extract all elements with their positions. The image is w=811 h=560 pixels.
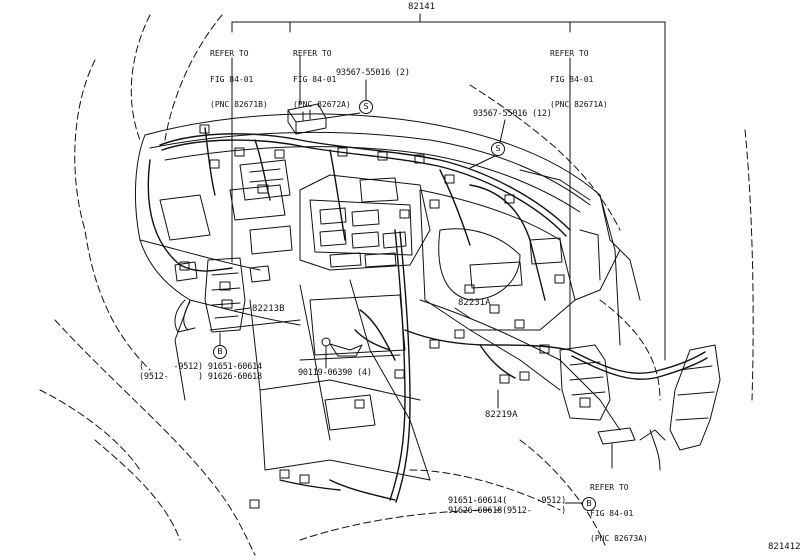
part-number-82141: 82141 xyxy=(408,2,436,12)
harness-wiring xyxy=(147,127,708,503)
reference-line3: (PNC 82672A) xyxy=(293,100,351,109)
reference-line2: FIG 84-01 xyxy=(293,74,337,84)
callout-b-left-row2: (9512- ) 91626-60618 xyxy=(139,373,262,382)
junction-block-82213B xyxy=(204,257,246,333)
callout-b-bottom-row1: 91651-60614( -9512) xyxy=(448,497,566,506)
relay-block-top xyxy=(287,103,327,135)
reference-line3: (PNC 82671B) xyxy=(210,100,268,109)
reference-82671B: REFER TO FIG 84-01 (PNC 82671B) xyxy=(210,33,268,118)
range-text: (9512- ) xyxy=(139,372,203,382)
part-number: 91626-60618 xyxy=(207,372,262,382)
connector-cluster-top xyxy=(239,159,291,201)
bracket-left-lower xyxy=(174,299,196,333)
leader-82141 xyxy=(231,13,666,361)
reference-line1: REFER TO xyxy=(210,49,249,58)
reference-line3: (PNC 82671A) xyxy=(550,100,608,109)
reference-82673A: REFER TO FIG 84-01 (PNC 82673A) xyxy=(590,467,648,552)
part-number: 91651-60614 xyxy=(207,362,262,372)
part-number-clip-right: 93567-55016 (12) xyxy=(473,109,552,119)
part-number-82219A: 82219A xyxy=(485,410,518,420)
part-number-82213B: 82213B xyxy=(252,304,285,314)
callout-b-left-row1: ( -9512) 91651-60614 xyxy=(139,363,262,372)
reference-line2: FIG 84-01 xyxy=(210,74,254,84)
range-text: ( -9512) xyxy=(502,496,567,506)
reference-82671A: REFER TO FIG 84-01 (PNC 82671A) xyxy=(550,33,608,118)
part-number-clip-top: 93567-55016 (2) xyxy=(336,68,410,78)
part-number: 91626-60618 xyxy=(448,506,503,516)
marker-b-bottom: B xyxy=(582,497,596,511)
marker-b-left: B xyxy=(213,345,227,359)
reference-line1: REFER TO xyxy=(293,49,332,58)
reference-line2: FIG 84-01 xyxy=(550,74,594,84)
junction-block-right xyxy=(559,344,721,471)
connectors xyxy=(179,124,565,509)
clip-assembly-bottom xyxy=(597,427,636,463)
part-number-82231A: 82231A xyxy=(458,298,491,308)
leader-lines xyxy=(219,79,613,504)
reference-line1: REFER TO xyxy=(550,49,589,58)
instrument-panel xyxy=(134,113,641,481)
reference-line3: (PNC 82673A) xyxy=(590,534,648,543)
part-number-screw: 90119-06390 (4) xyxy=(298,368,372,378)
range-text: ( -9512) xyxy=(139,362,203,372)
range-text: (9512- ) xyxy=(502,506,567,516)
reference-82672A: REFER TO FIG 84-01 (PNC 82672A) xyxy=(293,33,351,118)
figure-id: 821412 xyxy=(768,542,801,552)
marker-s-top: S xyxy=(359,100,373,114)
callout-b-bottom-row2: 91626-60618(9512- ) xyxy=(448,507,566,516)
reference-line1: REFER TO xyxy=(590,483,629,492)
reference-line2: FIG 84-01 xyxy=(590,508,634,518)
marker-s-right: S xyxy=(491,142,505,156)
part-number: 91651-60614 xyxy=(448,496,503,506)
